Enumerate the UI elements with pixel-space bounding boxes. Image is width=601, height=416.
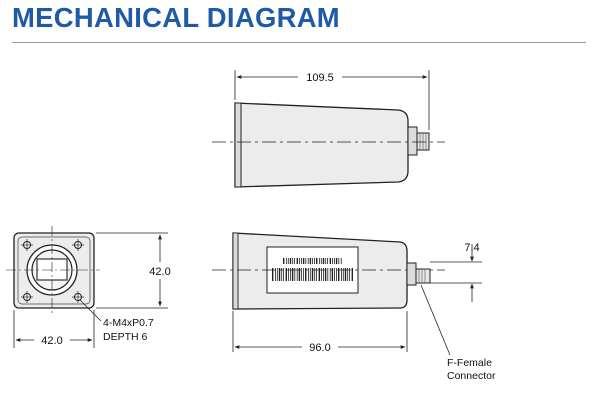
barcode-stripe xyxy=(302,258,305,264)
barcode-stripe xyxy=(347,268,349,281)
dim-body-length: 96.0 xyxy=(309,342,330,354)
barcode-stripe xyxy=(281,268,283,281)
barcode-stripe xyxy=(325,258,327,264)
mount-holes-label-1: 4-M4xP0.7 xyxy=(103,317,154,329)
barcode-stripe xyxy=(288,268,289,281)
label-barcode-top xyxy=(283,258,342,264)
mount-hole-br xyxy=(72,291,84,303)
barcode-stripe xyxy=(338,268,340,281)
barcode-stripe xyxy=(314,258,315,264)
side-view: 7.4 96.0 F-Female Connector xyxy=(212,232,496,382)
barcode-stripe xyxy=(321,268,322,281)
barcode-stripe xyxy=(327,258,328,264)
barcode-stripe xyxy=(301,258,302,264)
barcode-stripe xyxy=(334,268,335,281)
barcode-stripe xyxy=(286,258,287,264)
barcode-stripe xyxy=(292,258,294,264)
barcode-stripe xyxy=(290,268,291,281)
barcode-stripe xyxy=(303,268,304,281)
title-divider xyxy=(12,42,586,43)
barcode-stripe xyxy=(305,268,307,281)
barcode-stripe xyxy=(283,258,285,264)
barcode-stripe xyxy=(322,258,325,264)
barcode-stripe xyxy=(336,268,337,281)
barcode-stripe xyxy=(335,258,338,264)
top-connector-nut xyxy=(407,126,418,156)
barcode-stripe xyxy=(318,268,320,281)
barcode-stripe xyxy=(298,268,301,281)
barcode-stripe xyxy=(278,268,281,281)
connector-label-2: Connector xyxy=(447,370,496,382)
barcode-stripe xyxy=(344,268,347,281)
barcode-stripe xyxy=(319,258,320,264)
label-barcode-bottom xyxy=(272,268,353,281)
top-body xyxy=(234,102,409,188)
dim-connector-offset: 7.4 xyxy=(464,242,479,254)
barcode-stripe xyxy=(338,258,340,264)
barcode-stripe xyxy=(329,268,331,281)
barcode-stripe xyxy=(320,258,322,264)
top-view: 109.5 xyxy=(212,70,445,188)
barcode-stripe xyxy=(309,258,312,264)
barcode-stripe xyxy=(341,268,342,281)
barcode-stripe xyxy=(307,258,309,264)
front-view: 42.0 42.0 4-M4xP0.7 DEPTH 6 xyxy=(6,226,171,348)
barcode-stripe xyxy=(299,258,300,264)
barcode-stripe xyxy=(351,268,353,281)
barcode-stripe xyxy=(285,268,287,281)
barcode-stripe xyxy=(316,258,318,264)
barcode-stripe xyxy=(340,258,342,264)
barcode-stripe xyxy=(324,268,327,281)
side-connector-thread xyxy=(415,268,431,284)
page-title: MECHANICAL DIAGRAM xyxy=(12,2,340,33)
barcode-stripe xyxy=(294,258,295,264)
dim-front-height: 42.0 xyxy=(149,266,170,278)
mount-holes-label-2: DEPTH 6 xyxy=(103,331,148,343)
barcode-stripe xyxy=(296,268,298,281)
top-body-end xyxy=(234,102,242,188)
barcode-stripe xyxy=(312,258,313,264)
connector-label-1: F-Female xyxy=(447,357,492,369)
barcode-stripe xyxy=(332,258,333,264)
connector-leader xyxy=(420,284,451,356)
barcode-stripe xyxy=(275,268,276,281)
mount-hole-bl xyxy=(21,291,33,303)
barcode-stripe xyxy=(342,268,344,281)
barcode-stripe xyxy=(349,268,350,281)
barcode-stripe xyxy=(331,268,334,281)
barcode-stripe xyxy=(314,268,316,281)
barcode-stripe xyxy=(334,258,335,264)
dim-length-overall: 109.5 xyxy=(306,72,334,84)
barcode-stripe xyxy=(289,258,292,264)
barcode-stripe xyxy=(308,268,309,281)
barcode-stripe xyxy=(327,268,329,281)
barcode-stripe xyxy=(291,268,294,281)
barcode-stripe xyxy=(287,258,289,264)
side-connector-nut xyxy=(406,262,417,286)
dim-front-width: 42.0 xyxy=(41,335,62,347)
barcode-stripe xyxy=(296,258,298,264)
barcode-stripe xyxy=(311,268,314,281)
barcode-stripe xyxy=(294,268,296,281)
barcode-stripe xyxy=(329,258,331,264)
barcode-stripe xyxy=(305,258,307,264)
barcode-stripe xyxy=(301,268,302,281)
barcode-stripe xyxy=(272,268,274,281)
mount-hole-tl xyxy=(21,239,33,251)
barcode-stripe xyxy=(309,268,311,281)
barcode-stripe xyxy=(276,268,278,281)
barcode-stripe xyxy=(323,268,324,281)
mount-hole-leader xyxy=(79,299,102,322)
barcode-stripe xyxy=(316,268,317,281)
mount-hole-tr xyxy=(72,239,84,251)
barcode-stripe xyxy=(283,268,284,281)
